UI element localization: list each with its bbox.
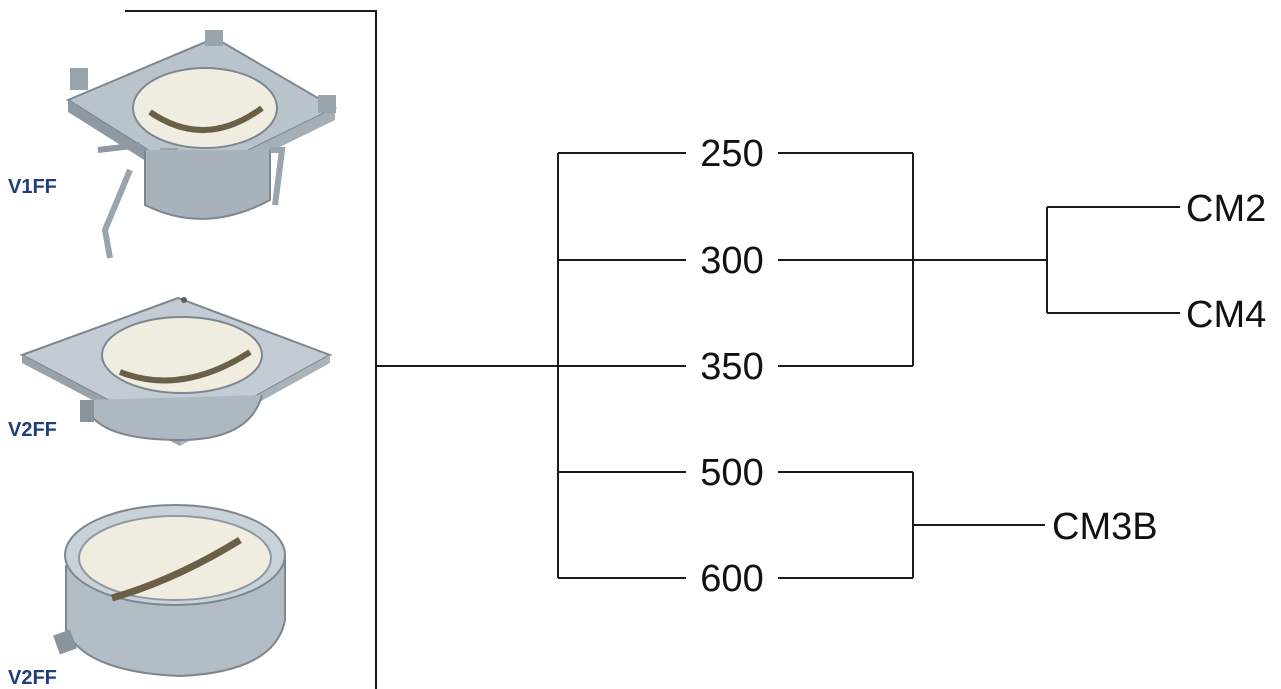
size-label-350: 350 — [700, 346, 763, 388]
actuator-label-cm3b: CM3B — [1052, 506, 1158, 548]
product-image-v2ff-round — [53, 504, 286, 678]
product-label-v1ff: V1FF — [8, 176, 57, 198]
actuator-label-cm2: CM2 — [1186, 188, 1266, 230]
size-label-500: 500 — [700, 452, 763, 494]
size-label-250: 250 — [700, 133, 763, 175]
product-image-v1ff — [65, 30, 338, 259]
connector-lines — [125, 10, 1180, 689]
product-image-v2ff-square — [19, 296, 333, 446]
product-label-v2ff-square: V2FF — [8, 419, 57, 441]
actuator-label-cm4: CM4 — [1186, 294, 1266, 336]
product-label-v2ff-round: V2FF — [8, 667, 57, 689]
size-label-300: 300 — [700, 240, 763, 282]
size-label-600: 600 — [700, 558, 763, 600]
